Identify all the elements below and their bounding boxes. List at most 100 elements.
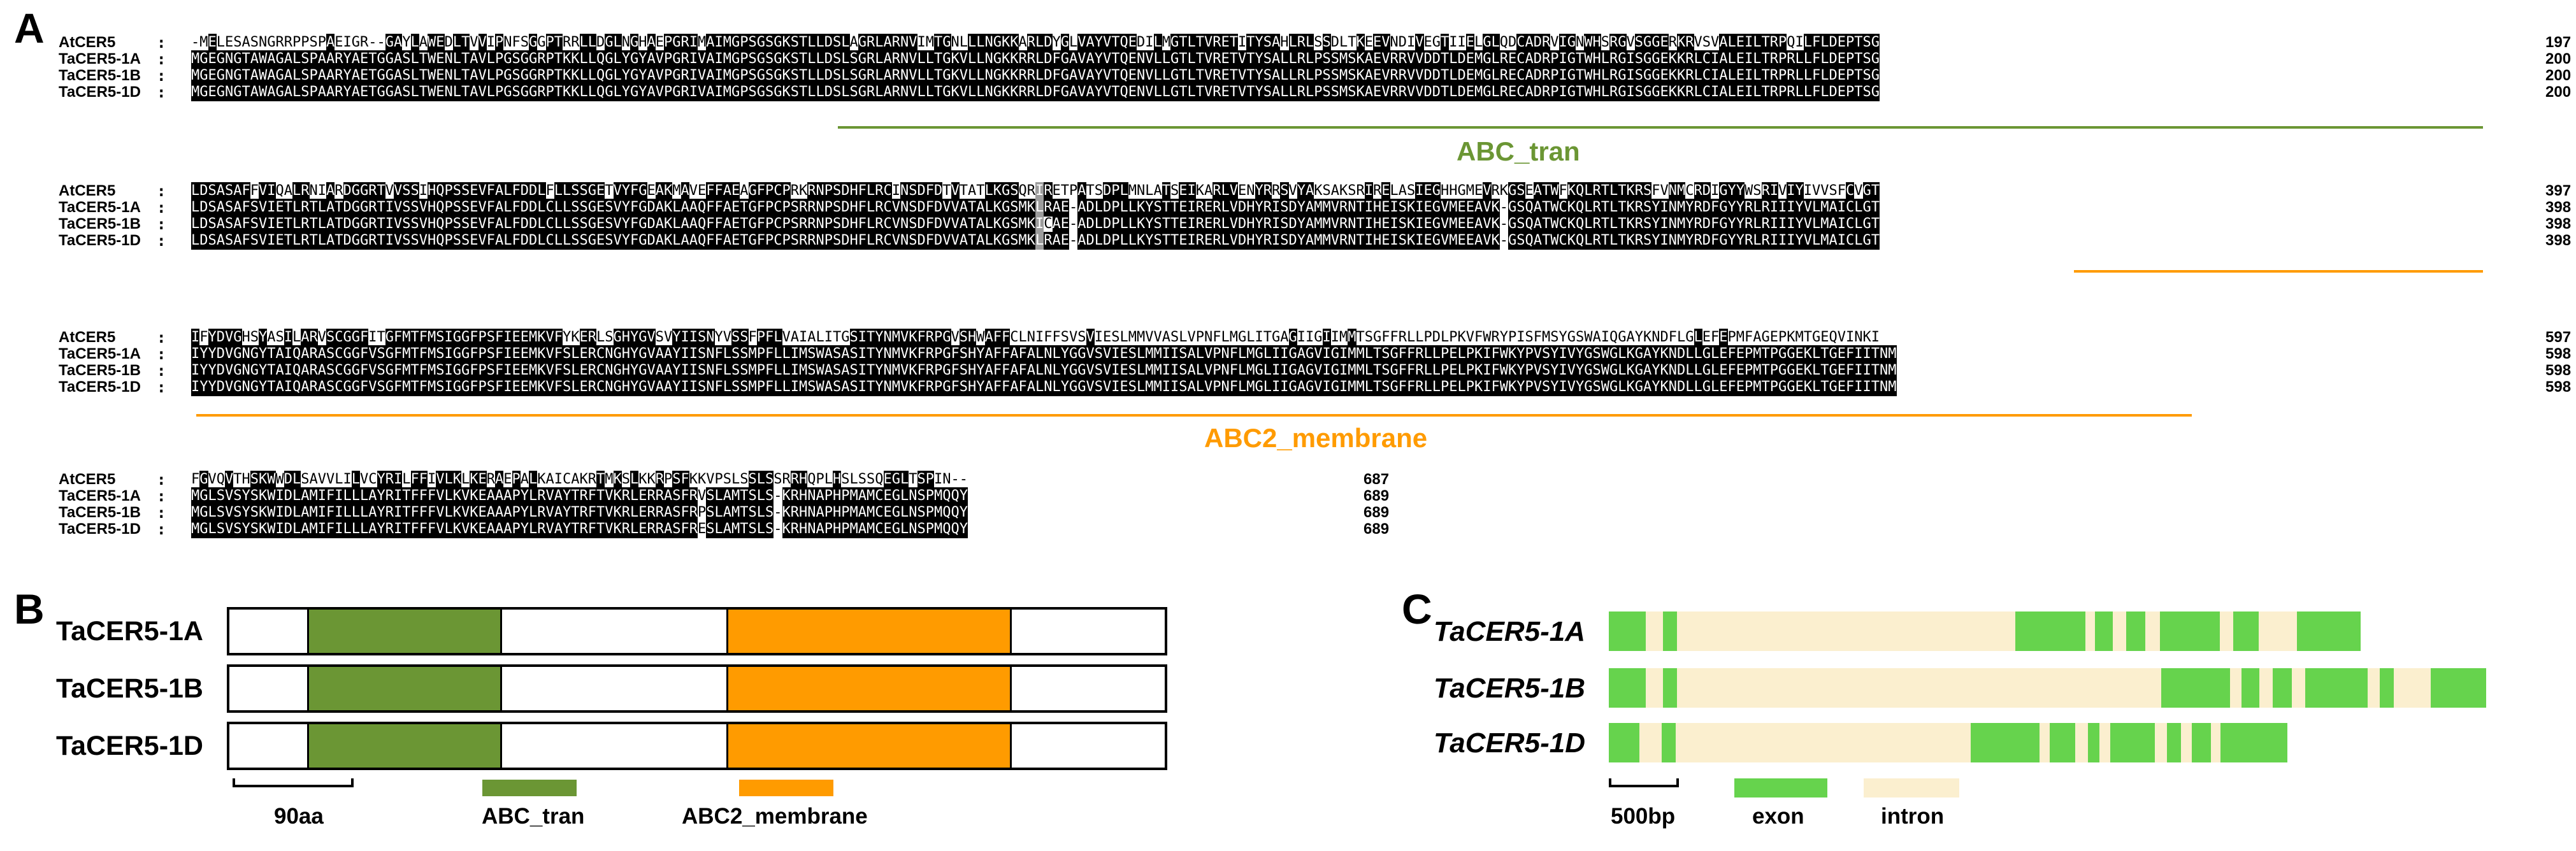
identical-residue-shading	[191, 345, 1897, 363]
identical-residue-shading	[731, 329, 749, 347]
identical-residue-shading	[1508, 199, 1880, 217]
identical-residue-shading	[613, 182, 647, 200]
sequence-residues: LDSASAFSVIETLRTLATDGGRTIVSSVHQPSSEVFALFD…	[191, 216, 1880, 232]
sequence-separator: :	[157, 199, 166, 217]
identical-residue-shading	[1694, 329, 1702, 347]
identical-residue-shading	[1415, 182, 1441, 200]
alignment-row: TaCER5-1A:LDSASAFSVIETLRTLATDGGRTIVSSVHQ…	[0, 198, 2576, 217]
identical-residue-shading	[1086, 329, 1095, 347]
identical-residue-shading	[1694, 182, 1711, 200]
sequence-position: 398	[2545, 215, 2572, 232]
identical-residue-shading	[756, 329, 782, 347]
exon-block	[2297, 611, 2361, 651]
identical-residue-shading	[1348, 329, 1356, 347]
abc2-membrane-legend-label: ABC2_membrane	[682, 804, 868, 829]
sequence-position: 200	[2545, 83, 2572, 101]
sequence-separator: :	[157, 520, 166, 538]
identical-residue-shading	[672, 471, 689, 489]
identical-residue-shading	[208, 34, 217, 52]
identical-residue-shading	[858, 34, 917, 52]
abc2-membrane-line-lower	[196, 414, 2192, 417]
identical-residue-shading	[790, 471, 808, 489]
alignment-row: AtCER5:LDSASAFFVIQALRNIARDGGRTVVSSIHQPSS…	[0, 182, 2576, 201]
protein-row-label: TaCER5-1D	[56, 731, 203, 761]
identical-residue-shading	[951, 182, 960, 200]
sequence-residues: MGEGNGTAWAGALSPAARYAETGGASLTWENLTAVLPGSG…	[191, 51, 1880, 67]
identical-residue-shading	[1719, 34, 1787, 52]
similar-residue-shading	[1035, 199, 1044, 217]
identical-residue-shading	[259, 182, 276, 200]
identical-residue-shading	[1415, 34, 1424, 52]
identical-residue-shading	[410, 34, 419, 52]
gene-row-label: TaCER5-1D	[1434, 727, 1585, 759]
identical-residue-shading	[1803, 34, 1880, 52]
identical-residue-shading	[1356, 34, 1365, 52]
identical-residue-shading	[680, 182, 689, 200]
identical-residue-shading	[495, 471, 504, 489]
identical-residue-shading	[706, 182, 740, 200]
identical-residue-shading	[1077, 34, 1137, 52]
identical-residue-shading	[259, 329, 268, 347]
identical-residue-shading	[596, 471, 605, 489]
identical-residue-shading	[1077, 182, 1086, 200]
exon-block	[2305, 668, 2368, 708]
identical-residue-shading	[208, 329, 242, 347]
identical-residue-shading	[326, 329, 369, 347]
protein-bar	[227, 722, 1167, 770]
sequence-residues: LDSASAFSVIETLRTLATDGGRTIVSSVHQPSSEVFALFD…	[191, 199, 1880, 215]
exon-block	[2095, 611, 2113, 651]
identical-residue-shading	[1077, 199, 1500, 217]
identical-residue-shading	[748, 182, 791, 200]
alignment-row: TaCER5-1A:MGEGNGTAWAGALSPAARYAETGGASLTWE…	[0, 50, 2576, 69]
sequence-name: AtCER5	[59, 34, 116, 51]
identical-residue-shading	[706, 520, 774, 538]
identical-residue-shading	[284, 471, 301, 489]
sequence-residues: MGEGNGTAWAGALSPAARYAETGGASLTWENLTAVLPGSG…	[191, 68, 1880, 83]
sequence-track: -MELESASNGRRPPSPAEIGR--GAYLAWEDLTVVIPNFS…	[191, 33, 1880, 52]
identical-residue-shading	[630, 34, 639, 52]
sequence-track: MGLSVSYSKWIDLAMIFILLLAYRITFFFVLKVKEAAAPY…	[191, 520, 968, 539]
exon-block	[1662, 723, 1676, 762]
protein-scale-bar	[233, 778, 354, 787]
identical-residue-shading	[1668, 182, 1686, 200]
sequence-separator: :	[157, 83, 166, 101]
identical-residue-shading	[1060, 34, 1069, 52]
identical-residue-shading	[605, 34, 622, 52]
identical-residue-shading	[579, 329, 596, 347]
sequence-track: LDSASAFSVIETLRTLATDGGRTIVSSVHQPSSEVFALFD…	[191, 198, 1880, 217]
sequence-position: 689	[1364, 504, 1390, 521]
identical-residue-shading	[225, 471, 234, 489]
identical-residue-shading	[748, 471, 774, 489]
alignment-row: TaCER5-1B:MGEGNGTAWAGALSPAARYAETGGASLTWE…	[0, 66, 2576, 85]
identical-residue-shading	[191, 67, 1880, 85]
identical-residue-shading	[191, 378, 1897, 396]
identical-residue-shading	[647, 34, 656, 52]
sequence-track: MGEGNGTAWAGALSPAARYAETGGASLTWENLTAVLPGSG…	[191, 83, 1880, 102]
identical-residue-shading	[807, 182, 892, 200]
exon-block	[2110, 723, 2155, 762]
abc2-membrane-legend-swatch	[739, 780, 833, 796]
sequence-position: 197	[2545, 34, 2572, 51]
identical-residue-shading	[1077, 215, 1500, 233]
identical-residue-shading	[1288, 329, 1297, 347]
sequence-separator: :	[157, 182, 166, 200]
identical-residue-shading	[377, 471, 403, 489]
identical-residue-shading	[394, 182, 419, 200]
identical-residue-shading	[478, 34, 487, 52]
identical-residue-shading	[1044, 199, 1069, 217]
sequence-name: TaCER5-1B	[59, 362, 141, 379]
sequence-track: LDSASAFSVIETLRTLATDGGRTIVSSVHQPSSEVFALFD…	[191, 231, 1880, 250]
sequence-track: IFYDVGHSYASILARVSCGGFITGFMTFMSIGGFPSFIEE…	[191, 328, 1897, 347]
sequence-position: 398	[2545, 232, 2572, 249]
identical-residue-shading	[1322, 329, 1331, 347]
sequence-name: TaCER5-1D	[59, 520, 141, 538]
sequence-residues: LDSASAFSVIETLRTLATDGGRTIVSSVHQPSSEVFALFD…	[191, 232, 1880, 248]
sequence-name: TaCER5-1D	[59, 378, 141, 396]
panel-label-b: B	[14, 585, 45, 633]
identical-residue-shading	[351, 471, 360, 489]
identical-residue-shading	[326, 34, 335, 52]
abc-tran-legend-label: ABC_tran	[482, 804, 585, 829]
identical-residue-shading	[968, 34, 1019, 52]
exon-block	[2167, 723, 2181, 762]
alignment-row: TaCER5-1D: MGLSVSYSKWIDLAMIFILLLAYRITFFFV…	[0, 520, 2576, 539]
